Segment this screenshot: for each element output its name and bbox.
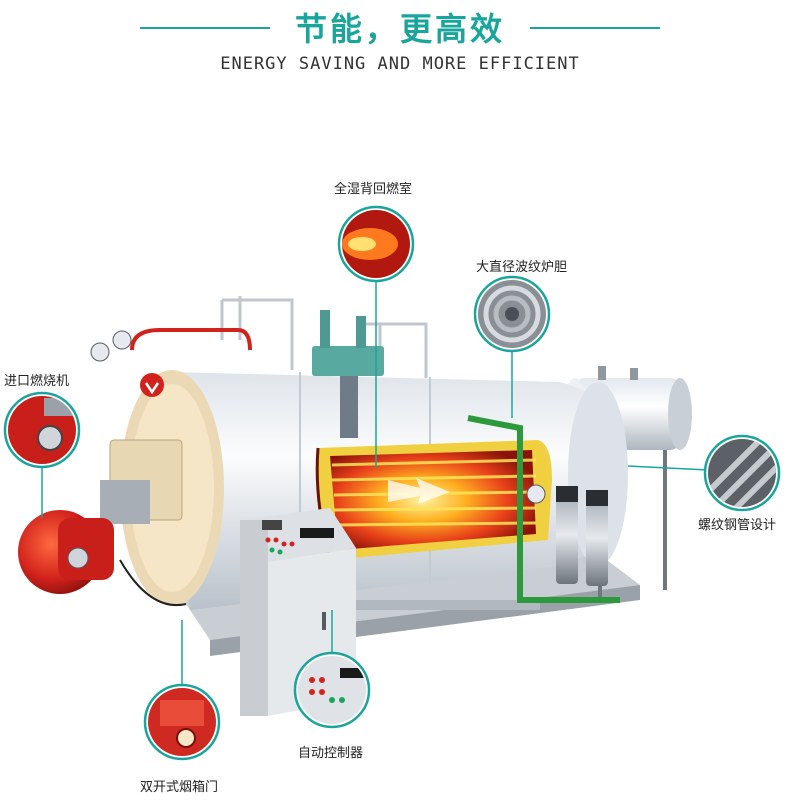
title-right-rule <box>530 27 660 29</box>
label-wet-back-chamber: 全湿背回燃室 <box>334 182 413 197</box>
threaded-steel-pipe-bubble <box>703 434 781 512</box>
page-subtitle: ENERGY SAVING AND MORE EFFICIENT <box>220 54 580 74</box>
label-imported-burner: 进口燃烧机 <box>4 374 70 389</box>
steam-pipes <box>90 310 546 540</box>
callout-leaders <box>41 278 709 688</box>
corrugated-furnace-bubble <box>473 275 551 353</box>
top-railing <box>220 296 428 378</box>
auto-controller-bubble <box>293 651 371 729</box>
wet-back-chamber-bubble <box>337 205 415 283</box>
label-auto-controller: 自动控制器 <box>298 746 364 761</box>
feed-pumps <box>517 486 620 603</box>
page-title: 节能，更高效 <box>294 10 505 48</box>
front-head <box>109 370 224 606</box>
furnace-cutaway <box>315 440 552 561</box>
label-corrugated-furnace: 大直径波纹炉胆 <box>476 260 568 275</box>
label-threaded-steel-pipe: 螺纹钢管设计 <box>698 518 777 533</box>
title-left-rule <box>140 27 270 29</box>
smoke-box-door-bubble <box>143 683 221 761</box>
label-double-open-smoke-box: 双开式烟箱门 <box>140 780 219 795</box>
burner <box>18 480 187 606</box>
imported-burner-bubble <box>3 391 81 469</box>
